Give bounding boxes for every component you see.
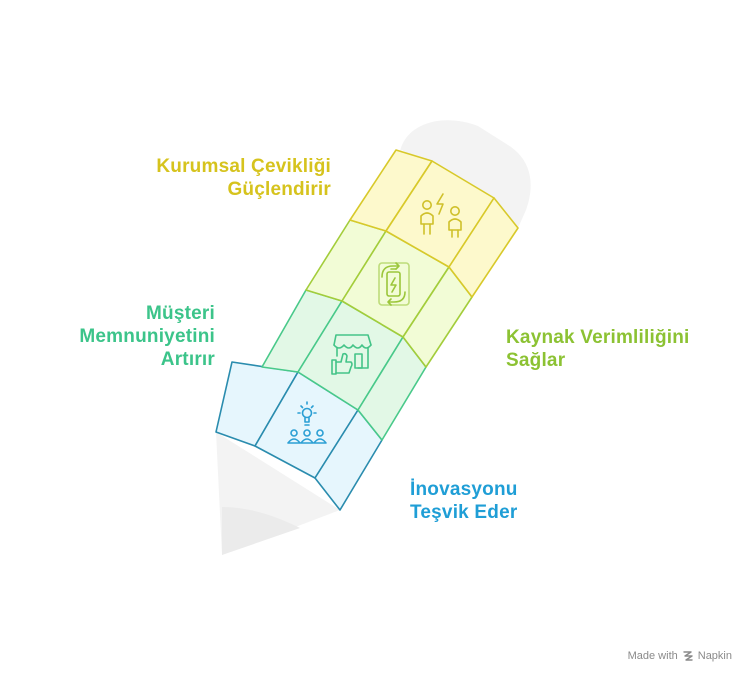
segment-agility-right (448, 197, 519, 298)
label-agility-line1: Kurumsal Çevikliği (156, 156, 331, 177)
label-resource-line2: Sağlar (506, 350, 566, 371)
label-satisfaction: Müşteri Memnuniyetini Artırır (79, 302, 215, 371)
segment-satisfaction (261, 289, 427, 441)
label-innovation-line1: İnovasyonu (410, 479, 518, 500)
storefront-thumbs-up-icon (331, 334, 372, 375)
label-innovation-line2: Teşvik Eder (410, 502, 518, 523)
pencil-background (216, 120, 531, 555)
label-resource: Kaynak Verimliliğini Sağlar (506, 326, 690, 372)
segment-resource (305, 219, 473, 368)
label-satisfaction-line3: Artırır (160, 349, 215, 370)
made-with-text: Made with (627, 650, 678, 662)
label-resource-line1: Kaynak Verimliliğini (506, 327, 690, 348)
two-people-energy-icon (420, 193, 462, 238)
made-with-napkin-footer[interactable]: Made with Napkin (628, 650, 732, 662)
label-agility: Kurumsal Çevikliği Güçlendirir (156, 155, 331, 201)
label-innovation: İnovasyonu Teşvik Eder (410, 478, 518, 524)
label-satisfaction-line1: Müşteri (146, 303, 215, 324)
lightbulb-team-icon (287, 401, 327, 444)
napkin-logo-icon (683, 651, 693, 661)
napkin-brand-text: Napkin (697, 650, 732, 662)
pencil-eraser-cap (400, 120, 531, 228)
battery-refresh-icon (378, 262, 410, 306)
label-agility-line2: Güçlendirir (227, 179, 331, 200)
label-satisfaction-line2: Memnuniyetini (79, 326, 215, 347)
segment-agility (349, 149, 519, 298)
pencil-tip-shade (222, 507, 300, 555)
